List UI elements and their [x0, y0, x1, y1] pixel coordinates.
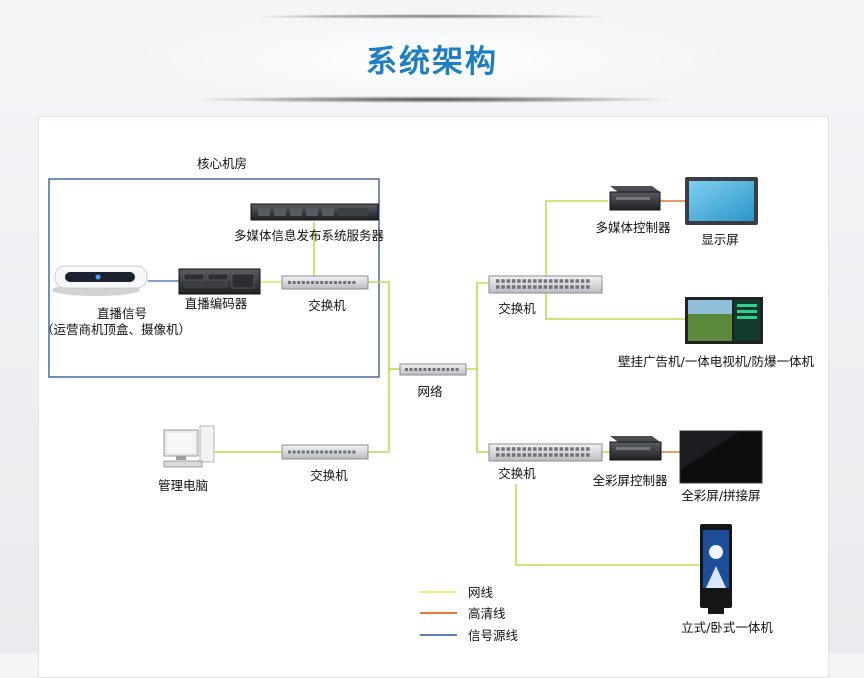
server-icon	[250, 203, 379, 221]
page-title: 系统架构	[366, 44, 498, 80]
switch-core-icon	[281, 275, 369, 290]
live-encoder-icon	[178, 268, 261, 295]
fullcolor-controller-label: 全彩屏控制器	[592, 473, 668, 488]
legend	[420, 591, 457, 636]
switch-top-label: 交换机	[498, 301, 536, 316]
title-banner	[150, 16, 714, 104]
live-signal-device-icon	[52, 265, 148, 296]
live-encoder-label: 直播编码器	[184, 296, 248, 311]
switch-core-label: 交换机	[308, 298, 346, 313]
wall-units-icon	[685, 297, 763, 344]
architecture-diagram	[48, 177, 763, 636]
switch-bottom-icon	[488, 443, 603, 462]
switch-network-icon	[399, 363, 467, 376]
mgmt-pc-label: 管理电脑	[157, 478, 209, 493]
cable-top-wall	[545, 292, 685, 320]
wall-units-label: 壁挂广告机/一体电视机/防爆一体机	[618, 354, 814, 369]
live-signal-label: 直播信号	[96, 306, 148, 321]
cable-core-network	[368, 281, 390, 452]
cable-network-bottom	[476, 369, 489, 453]
core-room-label: 核心机房	[197, 156, 248, 171]
title-shadow-bottom	[190, 96, 674, 103]
legend-label-signal: 信号源线	[468, 628, 519, 643]
multimedia-controller-label: 多媒体控制器	[595, 220, 671, 235]
management-pc-icon	[163, 425, 215, 468]
cable-top-controller	[545, 200, 608, 276]
switch-top-icon	[488, 275, 603, 294]
legend-label-network: 网线	[468, 585, 494, 600]
fullcolor-screen-label: 全彩屏/拼接屏	[681, 488, 761, 503]
live-signal-sub-label: （运营商机顶盒、摄像机）	[40, 322, 192, 337]
network-label: 网络	[417, 384, 443, 399]
display-label: 显示屏	[701, 232, 739, 247]
switch-bottom-label: 交换机	[498, 466, 536, 481]
kiosk-label: 立式/卧式一体机	[681, 620, 773, 635]
fullcolor-controller-icon	[609, 436, 662, 461]
kiosk-icon	[700, 524, 732, 614]
cable-bottom-kiosk	[515, 484, 700, 566]
core-room-box	[48, 178, 380, 378]
fullcolor-screen-icon	[679, 430, 763, 484]
display-icon	[685, 177, 758, 225]
switch-mgmt-icon	[281, 444, 369, 460]
switch-mgmt-label: 交换机	[310, 468, 348, 483]
server-label: 多媒体信息发布系统服务器	[233, 228, 385, 243]
legend-label-hd: 高清线	[468, 606, 506, 621]
multimedia-controller-icon	[609, 186, 661, 211]
cable-network-top	[466, 282, 489, 370]
